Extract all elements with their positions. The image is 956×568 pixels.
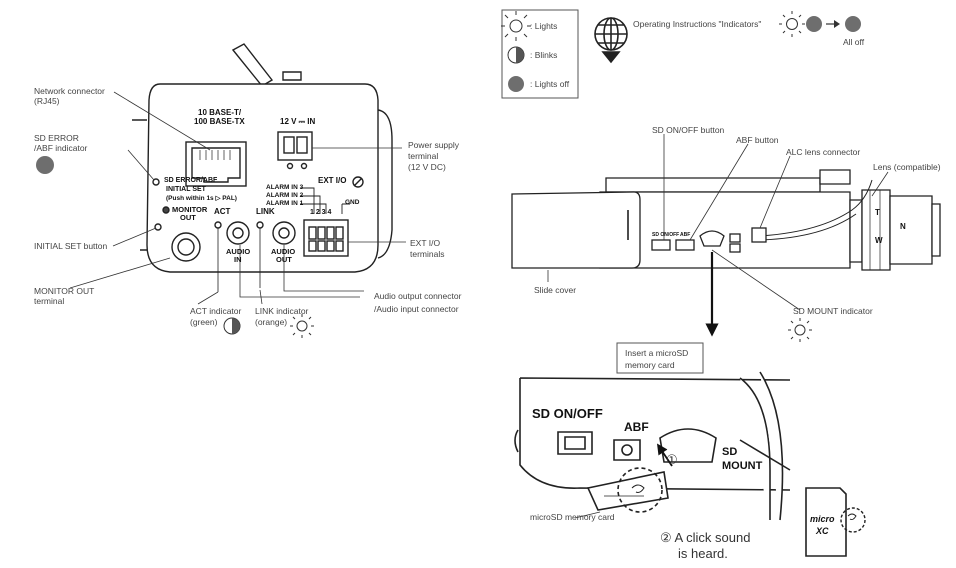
insert-card-box <box>616 342 704 374</box>
print-gnd: GND <box>345 199 360 206</box>
print-monitor: MONITOR <box>172 205 208 214</box>
sd-onoff-button-label: SD ON/OFF button <box>652 125 725 135</box>
leader-lines-rear <box>69 91 406 305</box>
click-sound-label: ② A click sound <box>660 530 751 545</box>
alc-lens-connector-label: ALC lens connector <box>786 147 861 157</box>
print-12v: 12 V ⎓ IN <box>280 117 316 126</box>
sun-icon <box>788 318 812 342</box>
lens-label: Lens (compatible) <box>873 162 941 172</box>
dashed-highlight-circle <box>617 467 663 513</box>
print-out: OUT <box>180 213 196 222</box>
act-indicator-label: ACT indicator <box>190 306 242 316</box>
sd-error-indicator-icon <box>36 156 54 174</box>
print-in: IN <box>234 255 242 264</box>
print-sd-error: SD ERROR/ABF <box>164 177 218 184</box>
print-push: (Push within 1s ▷ PAL) <box>166 195 237 202</box>
card-xc-print: XC <box>816 526 829 536</box>
print-pins: 1 2 3 4 <box>310 209 332 216</box>
print-abf: ABF <box>624 420 649 434</box>
click-mark-icon <box>631 484 645 493</box>
print-audio-right: AUDIO <box>271 247 296 256</box>
power-supply-sub2: (12 V DC) <box>408 162 446 172</box>
dark-circle-icon <box>806 16 822 32</box>
dark-circle-icon <box>845 16 861 32</box>
ext-io-sub: terminals <box>410 249 445 259</box>
print-10base: 10 BASE-T/ <box>198 108 242 117</box>
network-connector-sub: (RJ45) <box>34 96 60 106</box>
print-act: ACT <box>214 207 231 216</box>
print-alarm3: ALARM IN 3 <box>266 184 304 191</box>
insert-card-label: Insert a microSD <box>625 348 689 358</box>
click-sound-sub: is heard. <box>678 546 728 561</box>
half-circle-icon <box>507 46 525 64</box>
all-off-label: All off <box>843 37 865 47</box>
initial-set-label: INITIAL SET button <box>34 241 108 251</box>
insert-card-sub: memory card <box>625 360 675 370</box>
print-sd-onoff-small: SD ON/OFF <box>652 232 680 238</box>
power-supply-sub: terminal <box>408 151 439 161</box>
leader-line-card <box>574 511 601 519</box>
sd-error-label: SD ERROR <box>34 133 79 143</box>
blink-indicator-icon <box>223 317 241 335</box>
leader-lines-side <box>547 134 889 311</box>
print-ext-io: EXT I/O <box>318 176 347 185</box>
sd-mount-indicator-label: SD MOUNT indicator <box>793 306 873 316</box>
monitor-out-sub: terminal <box>34 296 65 306</box>
sun-icon <box>779 11 805 37</box>
print-lens-t: T <box>875 208 880 217</box>
sd-slot-closeup <box>514 371 791 521</box>
print-abf-small: ABF <box>680 232 691 238</box>
card-micro-print: micro <box>810 514 835 524</box>
audio-in-label: /Audio input connector <box>374 304 459 314</box>
print-sd-onoff: SD ON/OFF <box>532 406 603 421</box>
legend-blinks-label: : Blinks <box>530 50 558 60</box>
link-indicator-label: LINK indicator <box>255 306 309 316</box>
microsd-card-label: microSD memory card <box>530 512 615 522</box>
print-100base: 100 BASE-TX <box>194 117 245 126</box>
print-lens-w: W <box>875 236 883 245</box>
sun-icon <box>501 11 531 41</box>
monitor-out-label: MONITOR OUT <box>34 286 95 296</box>
ext-io-label: EXT I/O <box>410 238 441 248</box>
abf-button-label: ABF button <box>736 135 779 145</box>
print-alarm1: ALARM IN 1 <box>266 200 304 207</box>
camera-side-view <box>511 169 941 271</box>
step1-marker: ① <box>666 452 678 467</box>
microsd-card-icon <box>805 487 866 557</box>
arrow-up-icon <box>657 443 673 467</box>
camera-rear-panel <box>132 43 393 292</box>
arrow-head-icon <box>834 20 840 28</box>
audio-out-label: Audio output connector <box>374 291 462 301</box>
network-connector-label: Network connector <box>34 86 105 96</box>
globe-icon <box>594 17 628 64</box>
dark-circle-icon <box>508 76 524 92</box>
power-supply-label: Power supply <box>408 140 460 150</box>
print-audio-left: AUDIO <box>226 247 251 256</box>
act-indicator-sub: (green) <box>190 317 218 327</box>
link-indicator-sub: (orange) <box>255 317 288 327</box>
print-out2: OUT <box>276 255 292 264</box>
print-link: LINK <box>256 207 275 216</box>
print-initial-set: INITIAL SET <box>166 186 206 193</box>
slide-cover-label: Slide cover <box>534 285 577 295</box>
print-mount: MOUNT <box>722 460 763 472</box>
instructions-text: Operating Instructions "Indicators" <box>633 19 762 29</box>
print-alarm2: ALARM IN 2 <box>266 192 304 199</box>
print-lens-n: N <box>900 222 906 231</box>
print-sd: SD <box>722 446 738 458</box>
sun-icon <box>290 314 314 338</box>
legend-lights-label: : Lights <box>530 21 558 31</box>
legend-lights-off-label: : Lights off <box>530 79 570 89</box>
sd-error-sub: /ABF indicator <box>34 143 88 153</box>
